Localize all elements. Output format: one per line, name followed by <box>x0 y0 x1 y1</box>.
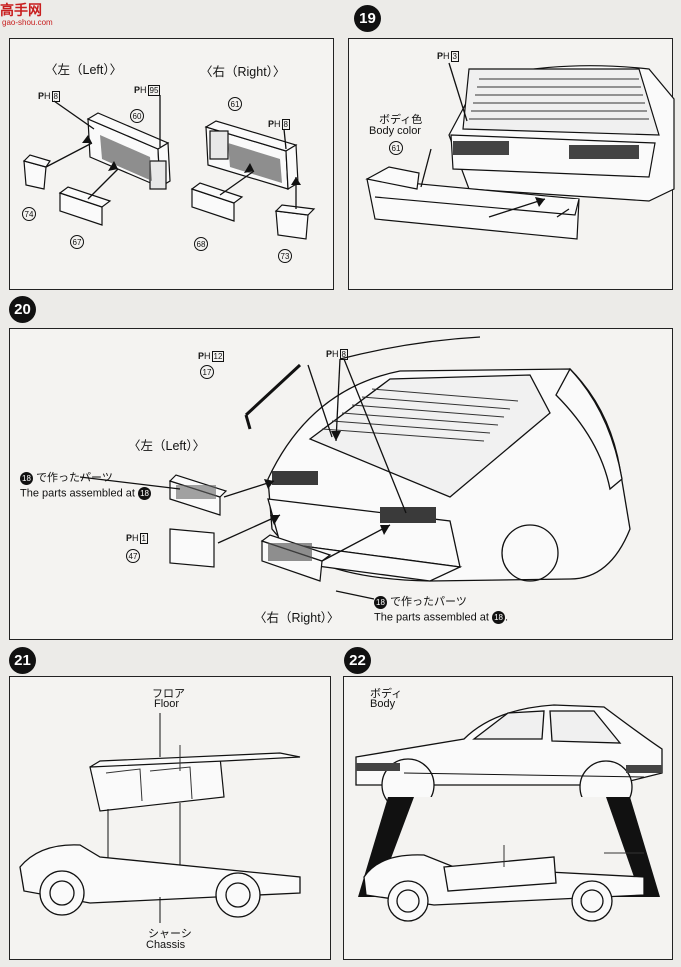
step-21-panel: フロア Floor シャーシ Chassis <box>9 676 331 960</box>
watermark-brand: 高手网 <box>0 2 42 18</box>
floor-jp: フロア <box>152 688 185 700</box>
part-60: 60 <box>130 109 144 123</box>
left-made-jp: で作ったパーツ <box>36 472 113 484</box>
chassis-en: Chassis <box>146 939 186 951</box>
step-20-number: 20 <box>9 296 36 323</box>
chassis-jp: シャーシ <box>148 928 192 940</box>
step20-right-label: 〈右（Right）〉 <box>254 611 340 625</box>
right-made-jp: で作ったパーツ <box>390 596 467 608</box>
step19-rear-drawing <box>365 62 675 240</box>
part-17: 17 <box>200 365 214 379</box>
part-74: 74 <box>22 207 36 221</box>
ref-18-badge-jp: 18 <box>20 471 33 485</box>
part-68: 68 <box>194 237 208 251</box>
step20-car-drawing <box>79 336 631 600</box>
left-assembled-ref: 18 で作ったパーツ The parts assembled at 18 <box>20 469 152 500</box>
step20-left-label: 〈左（Left）〉 <box>128 439 206 453</box>
ref-18-badge-en-right: 18 <box>492 611 506 624</box>
floor-en: Floor <box>154 698 180 710</box>
step21-assembly-drawing <box>19 713 301 923</box>
right-assembled-en: The parts assembled at <box>374 611 489 624</box>
step-19-number: 19 <box>354 5 381 32</box>
right-assembled-ref: 18 で作ったパーツ The parts assembled at 18. <box>374 595 509 624</box>
ref-18-badge-jp-right: 18 <box>374 595 387 609</box>
step19-part-61: 61 <box>389 141 403 155</box>
step-21-number: 21 <box>9 647 36 674</box>
body-color-jp: ボディ色 <box>379 114 423 126</box>
part-61: 61 <box>228 97 242 111</box>
left-assembled-en: The parts assembled at <box>20 487 135 500</box>
body-jp: ボディ <box>370 688 403 700</box>
part-67: 67 <box>70 235 84 249</box>
step-22-number: 22 <box>344 647 371 674</box>
step18-parts-drawing <box>22 95 316 240</box>
step18-left-label: 〈左（Left）〉 <box>45 63 123 77</box>
step22-assembly-drawing <box>355 704 663 922</box>
body-en: Body <box>370 698 396 710</box>
body-color-en: Body color <box>369 125 421 137</box>
ref-18-badge-en: 18 <box>138 487 152 500</box>
watermark-url: gao-shou.com <box>2 18 53 27</box>
part-73: 73 <box>278 249 292 263</box>
step18-right-label: 〈右（Right）〉 <box>200 65 286 79</box>
part-47: 47 <box>126 549 140 563</box>
step-22-panel: ボディ Body <box>343 676 673 960</box>
